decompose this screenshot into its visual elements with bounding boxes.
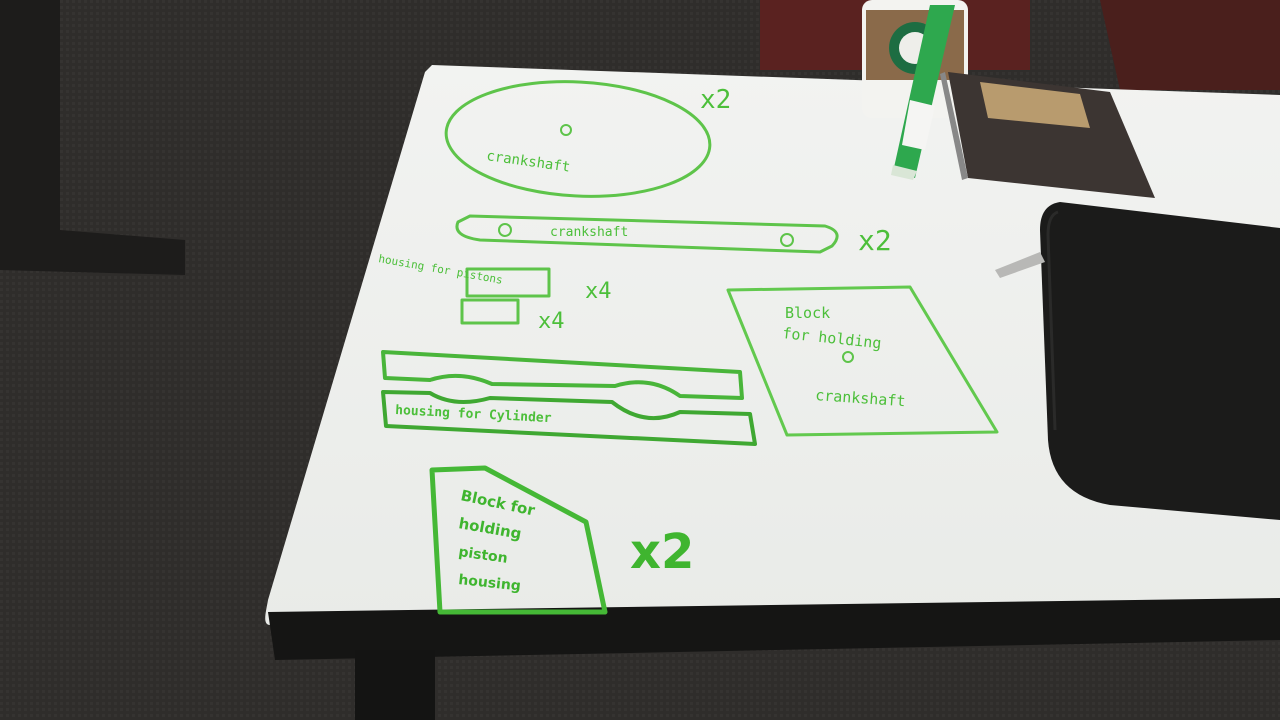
piston-housing-rect-top (465, 267, 551, 298)
background-chair-right (1100, 0, 1280, 90)
bar-label: crankshaft (550, 225, 628, 240)
whiteboard-drawings (381, 80, 999, 615)
piston-housing-rect-bottom (460, 298, 520, 325)
disc-center-hole (560, 124, 572, 136)
table-leg (355, 650, 435, 720)
green-marker (891, 5, 955, 180)
piston-block-multiplier: x2 (630, 524, 694, 580)
bar-hole-left (498, 223, 512, 237)
bar-multiplier: x2 (858, 224, 892, 257)
rect-bottom-multiplier: x4 (538, 309, 565, 334)
cylinder-housing-bottom (381, 390, 757, 446)
cylinder-housing-top (381, 350, 744, 400)
crankshaft-bar (455, 214, 839, 254)
piston-holding-block (429, 465, 608, 615)
crankshaft-holding-block (726, 285, 999, 437)
black-laptop-sleeve (995, 202, 1280, 520)
piston-block-line-3: piston (457, 544, 508, 567)
block-hole (842, 351, 854, 363)
bar-hole-right (780, 233, 794, 247)
spiral-notebook (940, 72, 1155, 198)
background-table-leg (0, 0, 185, 275)
disc-multiplier: x2 (700, 85, 731, 115)
piston-block-line-4: housing (458, 572, 522, 594)
crank-block-line-1: Block (785, 304, 830, 322)
rect-top-multiplier: x4 (585, 279, 612, 304)
crankshaft-disc (444, 80, 712, 198)
